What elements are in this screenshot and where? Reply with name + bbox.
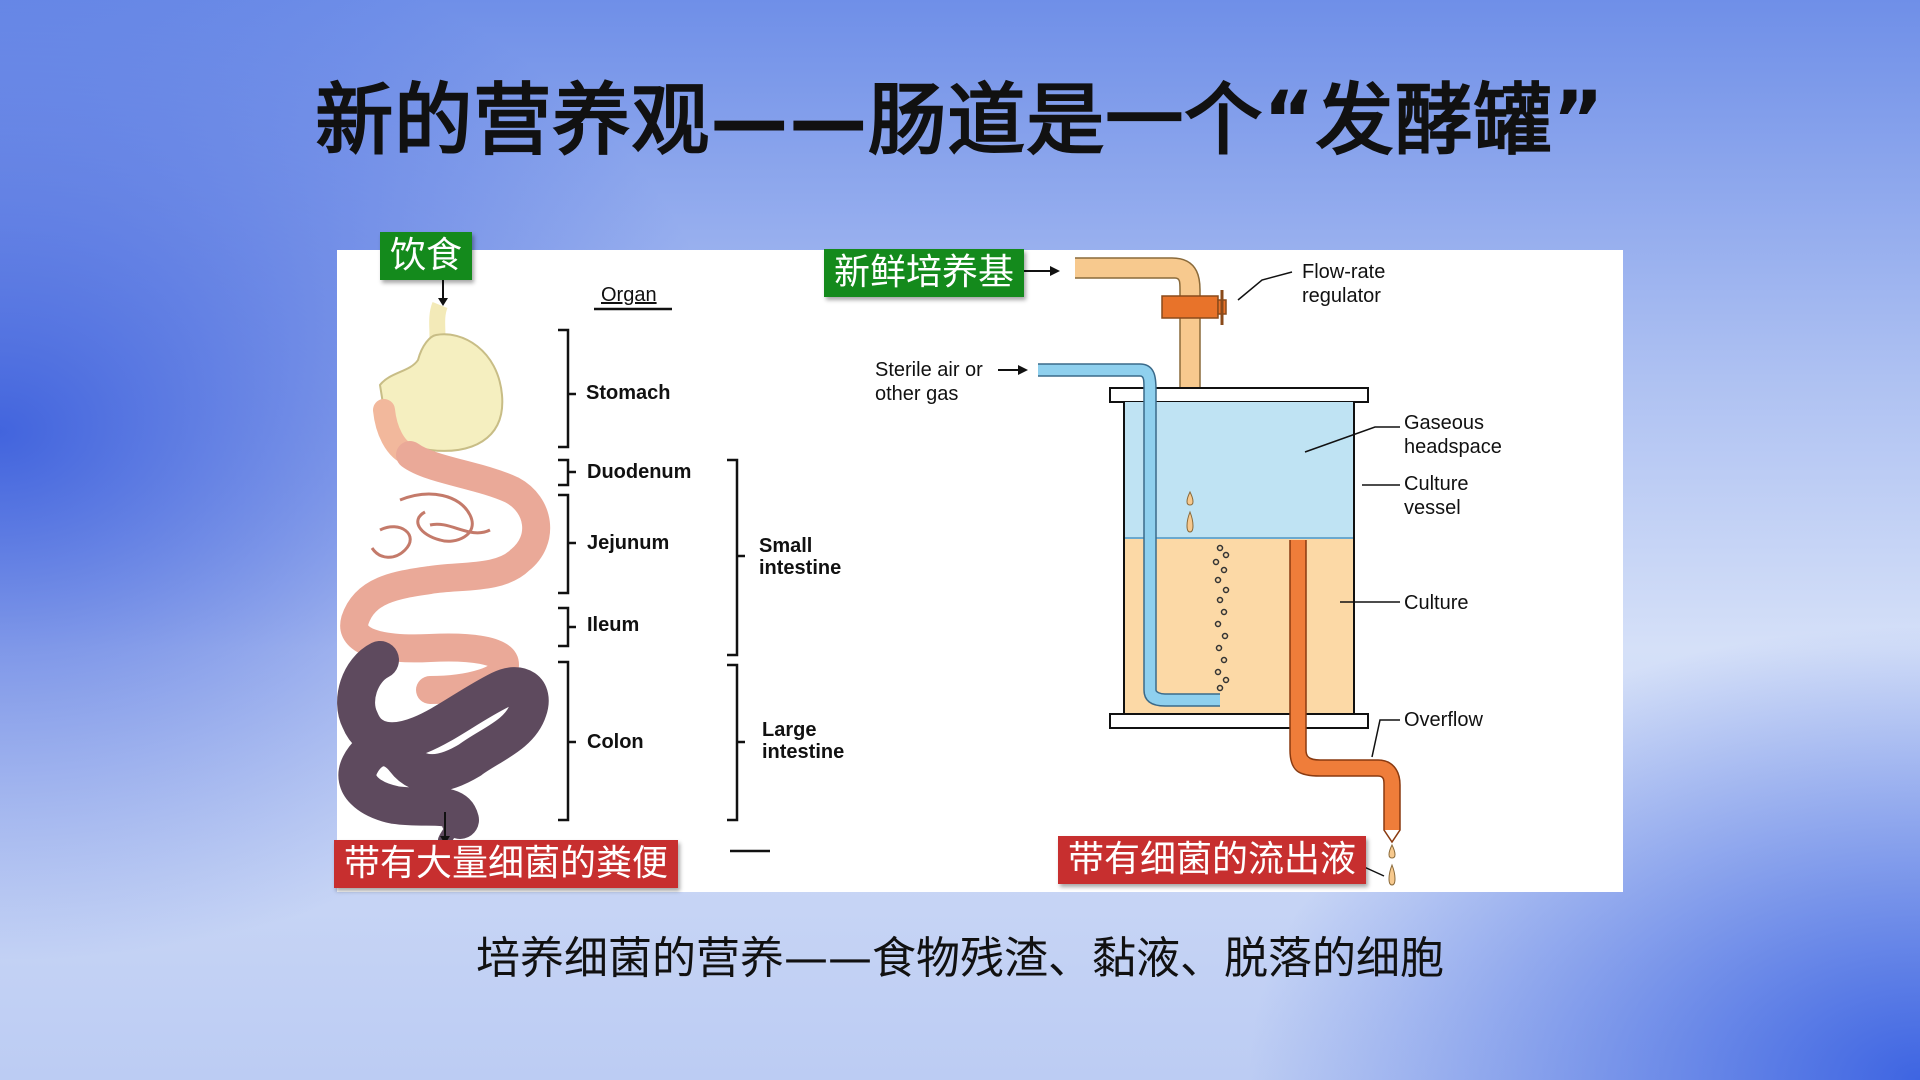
gas-tube [1038,364,1220,706]
group-label-small-line1: Small [759,535,813,557]
small-intestine [340,441,551,704]
label-sterile-line2: other gas [875,383,959,405]
label-flow-rate-line2: regulator [1302,285,1381,307]
label-sterile-line1: Sterile air or [875,359,983,381]
group-label-small-line2: intestine [759,557,842,579]
effluent-drop-2 [1388,863,1396,886]
organ-label-ileum: Ileum [587,614,640,636]
bracket-ileum [558,606,576,648]
gas-tube-outline [1038,363,1220,707]
slide-title: 新的营养观——肠道是一个“发酵罐” [315,76,1605,166]
bracket-stomach [558,328,576,449]
organ-label-colon: Colon [587,731,644,753]
footer-caption: 培养细菌的营养——食物残渣、黏液、脱落的细胞 [476,933,1444,984]
group-label-large-line1: Large [762,719,817,741]
headspace [1124,402,1354,538]
leader-lines [1237,271,1400,877]
label-culture-vessel-line1: Culture [1404,473,1469,495]
leader-overflow [1371,719,1400,758]
feces-badge: 带有大量细菌的粪便 [334,840,679,888]
organ-brackets [558,307,770,853]
colon [337,641,549,839]
label-culture-vessel-line2: vessel [1404,497,1461,519]
label-overflow: Overflow [1404,709,1483,731]
label-headspace-line2: headspace [1404,436,1502,458]
leader-flow-rate [1237,271,1293,301]
organ-label-duodenum: Duodenum [587,461,692,483]
jejunum-coils [370,492,491,559]
medium-drop-2 [1186,510,1194,533]
bracket-jejunum [558,493,576,595]
effluent-drop [1388,843,1396,859]
bracket-small-intestine [727,458,745,657]
group-label-large-line2: intestine [762,741,845,763]
gas-arrowhead [1018,365,1028,375]
diet-badge: 饮食 [380,232,473,280]
medium-arrowhead [1050,266,1060,276]
organ-header: Organ [601,284,657,306]
chemostat [998,257,1401,886]
vessel-base [1109,713,1369,729]
label-flow-rate-line1: Flow-rate [1302,261,1386,283]
organ-label-jejunum: Jejunum [587,532,670,554]
flow-regulator [1161,295,1219,319]
medium-tube [1075,258,1200,478]
culture-fill [1124,538,1354,714]
label-headspace-line1: Gaseous [1404,412,1485,434]
bracket-duodenum [558,458,576,487]
overflow-tube [1290,540,1400,830]
bracket-large-intestine [727,663,745,822]
medium-drop [1186,490,1194,506]
fresh-medium-badge: 新鲜培养基 [824,249,1025,297]
organ-label-stomach: Stomach [586,382,671,404]
label-culture: Culture [1404,592,1469,614]
bracket-colon [558,660,576,822]
gut-illustration [337,275,551,847]
leader-headspace [1304,426,1400,453]
overflow-tube-outline [1289,540,1401,844]
gas-bubbles [1212,544,1230,692]
diet-arrowhead [438,298,448,306]
effluent-badge: 带有细菌的流出液 [1058,836,1367,884]
